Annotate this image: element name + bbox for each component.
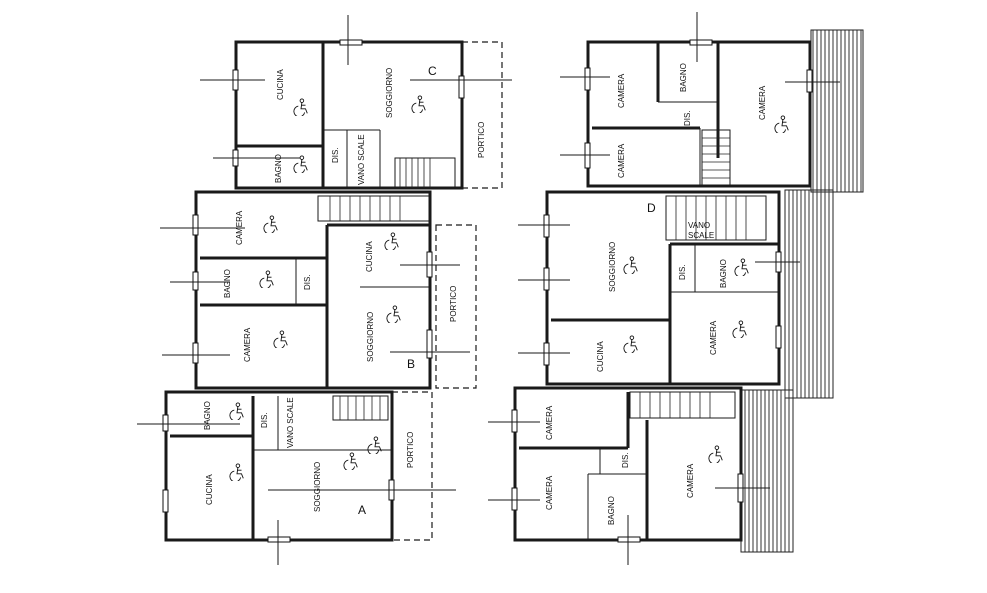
balcony-bottom <box>740 389 794 553</box>
label-portico-a: PORTICO <box>406 432 415 468</box>
label-camera-d2: CAMERA <box>758 85 767 120</box>
label-bagno-a: BAGNO <box>203 401 212 430</box>
wheelchair-icon <box>411 95 426 113</box>
balcony-top <box>810 29 864 193</box>
label-camera-d6: CAMERA <box>545 475 554 510</box>
label-bagno-c: BAGNO <box>274 154 283 183</box>
label-soggiorno-b: SOGGIORNO <box>366 312 375 362</box>
label-vano-scale-c: VANO SCALE <box>357 134 366 185</box>
label-cucina-a: CUCINA <box>205 474 214 505</box>
wheelchair-icon <box>623 256 638 274</box>
left-building: CUCINA BAGNO DIS. VANO SCALE SOGGIORNO P… <box>137 15 512 565</box>
label-bagno-b: BAGNO <box>223 269 232 298</box>
label-dis-d1: DIS. <box>683 110 692 126</box>
label-camera-d4: CAMERA <box>709 320 718 355</box>
label-camera-b2: CAMERA <box>243 327 252 362</box>
wheelchair-icon <box>732 320 747 338</box>
label-bagno-d3: BAGNO <box>607 496 616 525</box>
label-cucina-d: CUCINA <box>596 341 605 372</box>
label-dis-c: DIS. <box>331 147 340 163</box>
portico-c-outline <box>461 41 503 189</box>
label-bagno-d2: BAGNO <box>719 259 728 288</box>
balcony-middle <box>784 189 834 399</box>
label-camera-b1: CAMERA <box>235 210 244 245</box>
label-dis-d3: DIS. <box>621 452 630 468</box>
label-cucina-b: CUCINA <box>365 241 374 272</box>
label-camera-d5: CAMERA <box>545 405 554 440</box>
wheelchair-icon <box>708 445 723 463</box>
right-building: CAMERA BAGNO CAMERA DIS. CAMERA SOGGIORN… <box>488 12 864 565</box>
unit-label-c: C <box>428 64 437 78</box>
wheelchair-icon <box>386 305 401 323</box>
label-dis-b: DIS. <box>303 274 312 290</box>
wheelchair-icon <box>293 98 308 116</box>
label-vano-d: VANO <box>688 221 710 230</box>
label-camera-d7: CAMERA <box>686 463 695 498</box>
label-bagno-d1: BAGNO <box>679 63 688 92</box>
wheelchair-icon <box>259 270 274 288</box>
wheelchair-icon <box>384 232 399 250</box>
label-soggiorno-d: SOGGIORNO <box>608 242 617 292</box>
wheelchair-icon <box>623 335 638 353</box>
unit-d-middle-outline <box>545 190 781 386</box>
wheelchair-icon <box>273 330 288 348</box>
wheelchair-icon <box>293 155 308 173</box>
wheelchair-icon <box>367 436 382 454</box>
unit-label-d: D <box>647 201 656 215</box>
label-soggiorno-a: SOGGIORNO <box>313 462 322 512</box>
label-dis-a: DIS. <box>260 412 269 428</box>
wheelchair-icon <box>229 402 244 420</box>
label-camera-d1: CAMERA <box>617 73 626 108</box>
portico-b-outline <box>435 224 477 389</box>
unit-label-b: B <box>407 357 415 371</box>
wheelchair-icon <box>229 463 244 481</box>
wheelchair-icon <box>734 258 749 276</box>
label-camera-d3: CAMERA <box>617 143 626 178</box>
unit-a-outline <box>164 390 394 542</box>
label-scale-d: SCALE <box>688 231 714 240</box>
label-portico-c: PORTICO <box>477 122 486 158</box>
label-cucina-c: CUCINA <box>276 69 285 100</box>
label-vano-scale-a: VANO SCALE <box>286 397 295 448</box>
portico-a-outline <box>391 391 433 541</box>
label-dis-d2: DIS. <box>678 264 687 280</box>
wheelchair-icon <box>263 215 278 233</box>
wheelchair-icon <box>774 115 789 133</box>
label-soggiorno-c: SOGGIORNO <box>385 68 394 118</box>
wheelchair-icon <box>343 452 358 470</box>
label-portico-b: PORTICO <box>449 286 458 322</box>
unit-label-a: A <box>358 503 366 517</box>
